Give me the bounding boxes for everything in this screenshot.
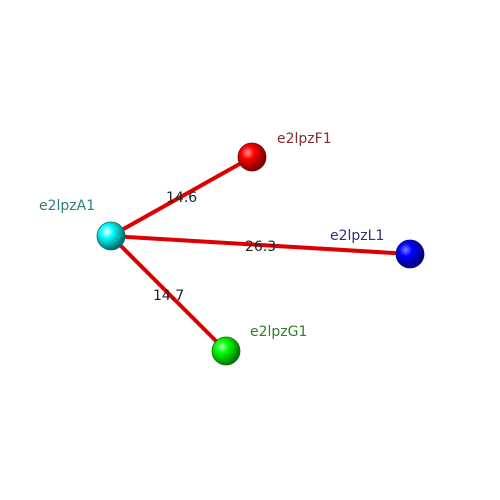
node-label-e2lpza1: e2lpzA1 [39, 198, 95, 214]
node-labels: e2lpzA1 e2lpzF1 e2lpzL1 e2lpzG1 [39, 131, 384, 340]
node-e2lpza1 [96, 221, 126, 251]
nodes [96, 142, 425, 366]
node-e2lpzg1 [211, 336, 241, 366]
edge-a1-l1 [109, 234, 412, 256]
edge-labels: 14.6 26.3 14.7 [153, 190, 276, 304]
node-e2lpzl1 [395, 239, 425, 269]
edge-label-a1-g1: 14.7 [153, 288, 184, 304]
node-label-e2lpzl1: e2lpzL1 [330, 228, 384, 244]
node-label-e2lpzf1: e2lpzF1 [277, 131, 332, 147]
edge-label-a1-f1: 14.6 [166, 190, 197, 206]
node-label-e2lpzg1: e2lpzG1 [250, 324, 307, 340]
edge-a1-f1 [109, 155, 254, 238]
node-e2lpzf1 [237, 142, 267, 172]
edge-a1-g1 [109, 234, 228, 353]
edges [109, 155, 412, 353]
edge-label-a1-l1: 26.3 [245, 239, 276, 255]
